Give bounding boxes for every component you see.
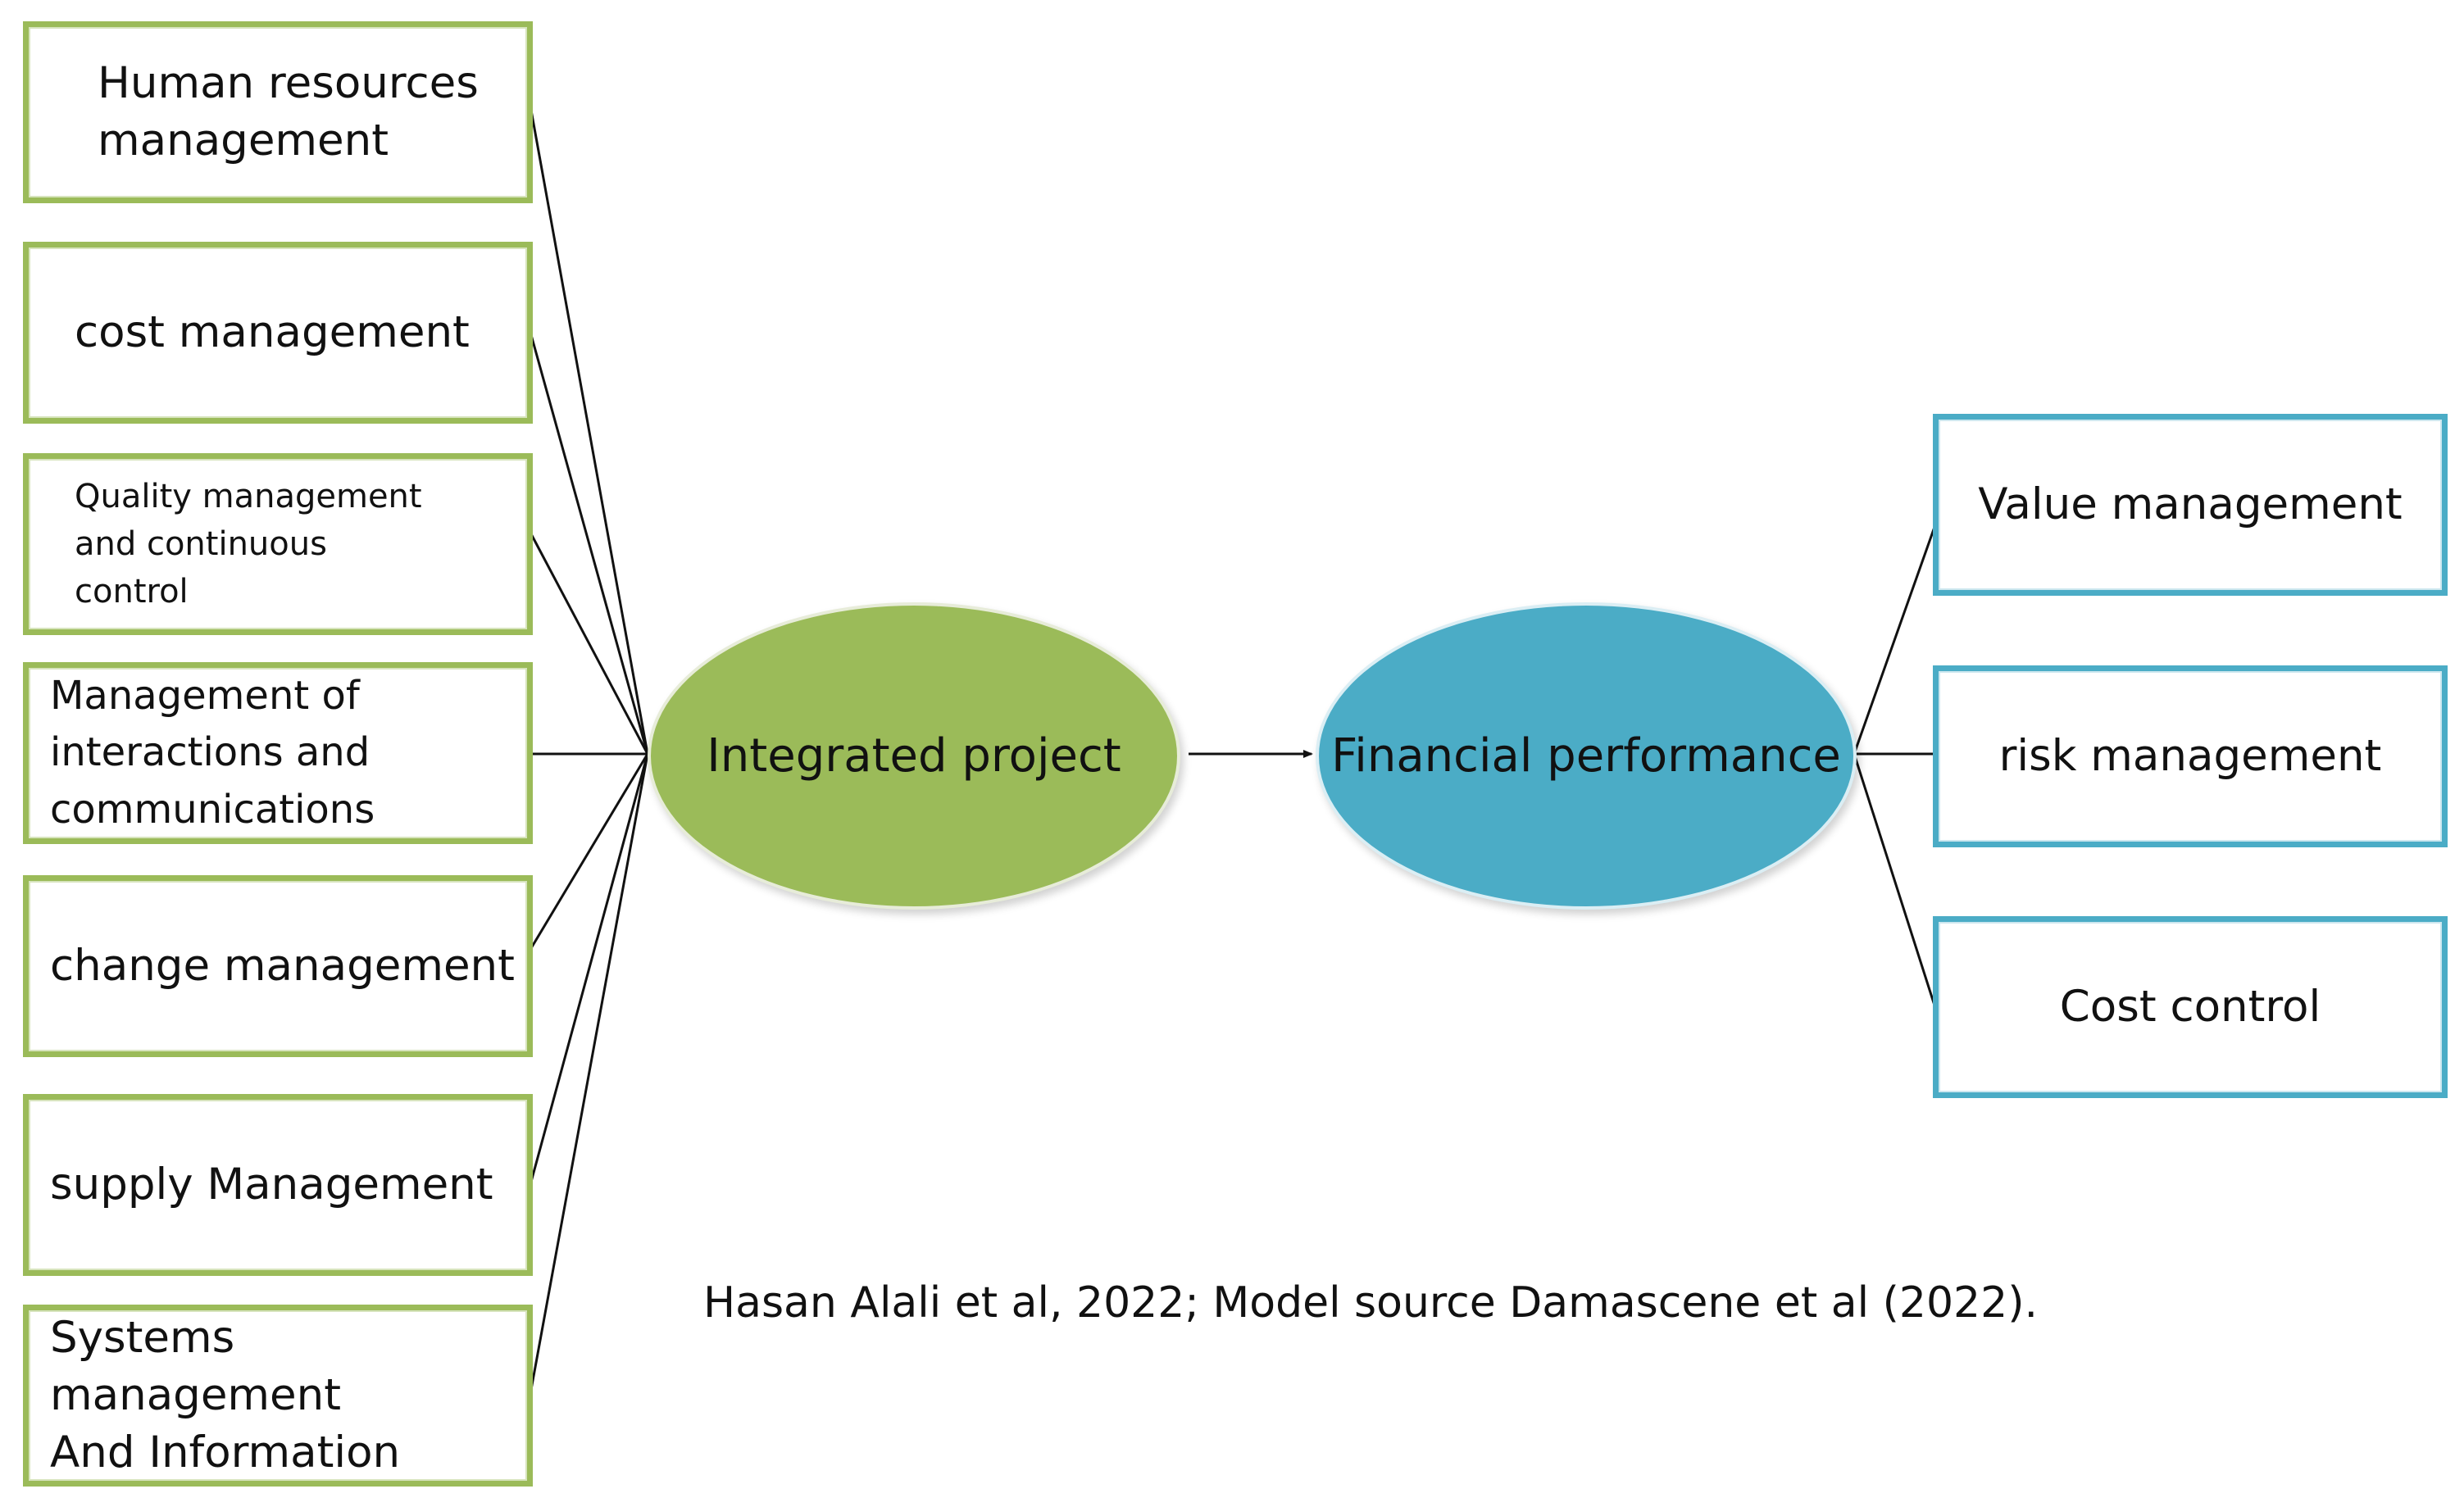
connector-supply-management — [527, 753, 649, 1192]
box-supply-management: supply Management — [23, 1094, 533, 1276]
box-change-management: change management — [23, 875, 533, 1057]
box-risk-management: risk management — [1933, 665, 2448, 847]
box-quality-management: Quality management and continuous contro… — [23, 453, 533, 635]
box-value-management: Value management — [1933, 414, 2448, 596]
box-label: Cost control — [2059, 982, 2321, 1033]
box-cost-control: Cost control — [1933, 916, 2448, 1098]
connector-systems-management — [527, 753, 649, 1404]
box-label: risk management — [1998, 731, 2382, 782]
box-label: Human resources management — [98, 58, 479, 166]
box-human-resources-management: Human resources management — [23, 21, 533, 203]
oval-financial-performance: Financial performance — [1316, 602, 1857, 910]
box-label: Quality management and continuous contro… — [75, 478, 422, 611]
box-label: Systems management And Information — [50, 1313, 401, 1477]
oval-integrated-project: Integrated project — [648, 602, 1180, 910]
box-label: supply Management — [50, 1160, 493, 1210]
box-label: cost management — [75, 307, 470, 358]
box-label: Value management — [1978, 479, 2403, 530]
box-label: Management of interactions and communica… — [50, 672, 375, 833]
oval-label: Integrated project — [707, 729, 1121, 783]
connector-human-resources — [527, 96, 649, 755]
connector-value-management — [1853, 503, 1944, 755]
connector-cost-management — [527, 325, 649, 755]
connector-change-management — [527, 753, 649, 953]
connector-cost-control — [1853, 753, 1944, 1032]
oval-label: Financial performance — [1331, 729, 1841, 783]
connector-quality-management — [527, 529, 649, 755]
box-systems-management: Systems management And Information — [23, 1305, 533, 1487]
box-cost-management: cost management — [23, 242, 533, 424]
source-caption: Hasan Alali et al, 2022; Model source Da… — [703, 1278, 2039, 1328]
box-interactions-communications: Management of interactions and communica… — [23, 662, 533, 844]
box-label: change management — [50, 941, 515, 992]
